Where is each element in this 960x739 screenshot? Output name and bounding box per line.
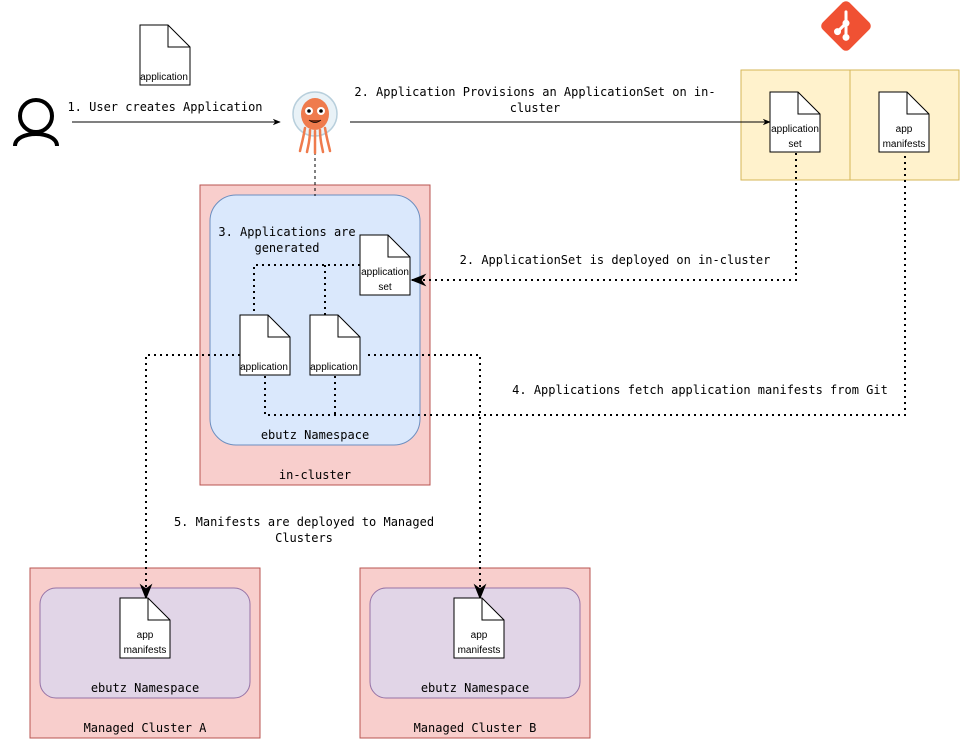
step1-label: 1. User creates Application — [67, 100, 262, 114]
svg-text:app: app — [896, 124, 913, 135]
svg-text:set: set — [378, 282, 392, 293]
app-to-cluster-b — [368, 354, 487, 600]
connectors — [72, 118, 906, 600]
svg-text:application: application — [240, 362, 288, 373]
managed-a-label: Managed Cluster A — [84, 721, 208, 735]
in-cluster-label: in-cluster — [279, 468, 351, 482]
svg-text:application: application — [310, 362, 358, 373]
managed-b-label: Managed Cluster B — [414, 721, 537, 735]
git-appset-to-cluster-appset — [410, 153, 797, 287]
svg-text:manifests: manifests — [124, 645, 167, 656]
step2-label-line2: cluster — [510, 101, 561, 115]
doc-cluster-application-set: application set — [359, 234, 411, 296]
svg-text:manifests: manifests — [883, 139, 926, 150]
svg-text:application: application — [771, 124, 819, 135]
svg-text:manifests: manifests — [458, 645, 501, 656]
git-repo-panel — [740, 69, 960, 181]
ebutz-namespace-label: ebutz Namespace — [261, 428, 369, 442]
apps-fetch-manifests — [264, 153, 906, 416]
svg-text:application: application — [140, 72, 188, 83]
doc-managed-b-manifests: app manifests — [453, 597, 505, 659]
appset-to-apps — [253, 264, 360, 315]
step3-label-line1: 3. Applications are — [218, 225, 355, 239]
doc-cluster-application-1: application — [239, 314, 291, 376]
svg-text:app: app — [137, 630, 154, 641]
step3-label-line2: generated — [254, 241, 319, 255]
svg-text:app: app — [471, 630, 488, 641]
managed-b-namespace-label: ebutz Namespace — [421, 681, 529, 695]
doc-git-application-set: application set — [769, 91, 821, 153]
doc-top-application: application — [139, 24, 191, 86]
step5-label-line2: Clusters — [275, 531, 333, 545]
svg-text:set: set — [788, 139, 802, 150]
step5-label-line1: 5. Manifests are deployed to Managed — [174, 515, 434, 529]
argo-cd-octopus-icon — [292, 91, 338, 155]
svg-text:application: application — [361, 267, 409, 278]
managed-a-namespace-label: ebutz Namespace — [91, 681, 199, 695]
doc-managed-a-manifests: app manifests — [119, 597, 171, 659]
step4-label: 4. Applications fetch application manife… — [512, 383, 888, 397]
step2b-label: 2. ApplicationSet is deployed on in-clus… — [460, 253, 771, 267]
doc-cluster-application-2: application — [309, 314, 361, 376]
doc-git-app-manifests: app manifests — [878, 91, 930, 153]
git-logo-icon — [821, 1, 871, 51]
user-icon — [13, 98, 59, 147]
step2-label-line1: 2. Application Provisions an Application… — [354, 85, 715, 99]
app-to-cluster-a — [139, 354, 240, 600]
